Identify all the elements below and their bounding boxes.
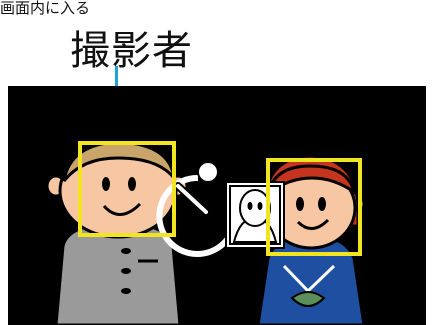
camera-scene	[8, 86, 426, 325]
face-detection-box-left	[78, 141, 176, 237]
face-detection-box-right	[266, 158, 362, 256]
person-left	[45, 140, 189, 325]
portrait-thumbnail-icon	[225, 181, 285, 249]
top-caption: 画面内に入る	[0, 0, 91, 17]
scene-illustration	[45, 140, 366, 325]
photographer-label: 撮影者	[70, 28, 193, 74]
